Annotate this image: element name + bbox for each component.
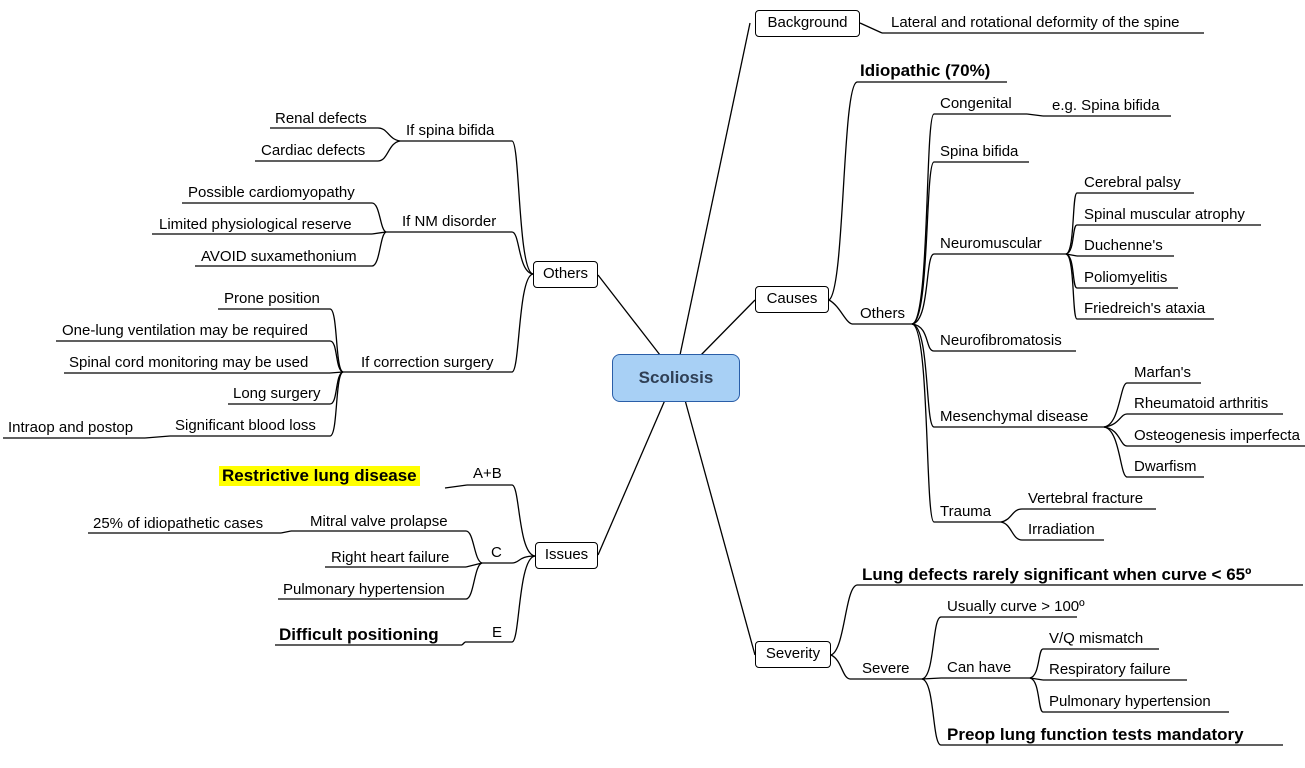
can-have-item: V/Q mismatch <box>1049 630 1144 647</box>
surgery-item: One-lung ventilation may be required <box>62 322 308 339</box>
can-have-item: Respiratory failure <box>1049 661 1171 678</box>
causes-others-label: Others <box>860 305 906 322</box>
can-have-item: Pulmonary hypertension <box>1049 693 1211 710</box>
congenital-example: e.g. Spina bifida <box>1052 97 1160 114</box>
nm-disorder-condition: If NM disorder <box>402 213 497 230</box>
spina-bifida-cause: Spina bifida <box>940 143 1019 160</box>
mesenchymal-label: Mesenchymal disease <box>940 408 1089 425</box>
e-label: E <box>492 624 503 641</box>
mesenchymal-item: Osteogenesis imperfecta <box>1134 427 1300 444</box>
correction-surgery-condition: If correction surgery <box>361 354 494 371</box>
blood-loss-note: Intraop and postop <box>8 419 134 436</box>
others-node[interactable]: Others <box>533 261 598 288</box>
neuromuscular-item: Poliomyelitis <box>1084 269 1168 286</box>
spina-bifida-item: Renal defects <box>275 110 367 127</box>
difficult-positioning-label: Difficult positioning <box>279 625 439 644</box>
rarely-significant-label: Lung defects rarely significant when cur… <box>862 565 1252 584</box>
nm-item: Limited physiological reserve <box>159 216 352 233</box>
surgery-item: Prone position <box>224 290 320 307</box>
neuromuscular-label: Neuromuscular <box>940 235 1042 252</box>
mesenchymal-item: Dwarfism <box>1134 458 1197 475</box>
central-topic[interactable]: Scoliosis <box>612 354 740 402</box>
mesenchymal-item: Marfan's <box>1134 364 1192 381</box>
trauma-label: Trauma <box>940 503 992 520</box>
severe-label: Severe <box>862 660 910 677</box>
spina-bifida-item: Cardiac defects <box>261 142 366 159</box>
issues-node[interactable]: Issues <box>535 542 598 569</box>
mitral-valve-label: Mitral valve prolapse <box>310 513 448 530</box>
restrictive-lung-label: Restrictive lung disease <box>219 466 420 486</box>
ab-label: A+B <box>473 465 502 482</box>
trauma-item: Vertebral fracture <box>1028 490 1144 507</box>
spina-bifida-condition: If spina bifida <box>406 122 495 139</box>
neuromuscular-item: Spinal muscular atrophy <box>1084 206 1245 223</box>
preop-tests-label: Preop lung function tests mandatory <box>947 725 1244 744</box>
causes-node[interactable]: Causes <box>755 286 829 313</box>
mesenchymal-item: Rheumatoid arthritis <box>1134 395 1269 412</box>
surgery-item: Long surgery <box>233 385 321 402</box>
neuromuscular-item: Cerebral palsy <box>1084 174 1181 191</box>
usually-curve-label: Usually curve > 100º <box>947 598 1085 615</box>
surgery-item: Spinal cord monitoring may be used <box>69 354 309 371</box>
can-have-label: Can have <box>947 659 1012 676</box>
pulm-htn-label: Pulmonary hypertension <box>283 581 445 598</box>
c-label: C <box>491 544 502 561</box>
nm-item: Possible cardiomyopathy <box>188 184 355 201</box>
right-heart-label: Right heart failure <box>331 549 450 566</box>
idiopathic-label: Idiopathic (70%) <box>860 61 991 80</box>
trauma-item: Irradiation <box>1028 521 1095 538</box>
neurofibromatosis-label: Neurofibromatosis <box>940 332 1062 349</box>
neuromuscular-item: Duchenne's <box>1084 237 1163 254</box>
background-node[interactable]: Background <box>755 10 860 37</box>
severity-node[interactable]: Severity <box>755 641 831 668</box>
congenital-label: Congenital <box>940 95 1012 112</box>
background-text: Lateral and rotational deformity of the … <box>891 14 1180 31</box>
nm-item: AVOID suxamethonium <box>201 248 357 265</box>
mitral-valve-note: 25% of idiopathetic cases <box>93 515 264 532</box>
neuromuscular-item: Friedreich's ataxia <box>1084 300 1206 317</box>
surgery-item: Significant blood loss <box>175 417 316 434</box>
